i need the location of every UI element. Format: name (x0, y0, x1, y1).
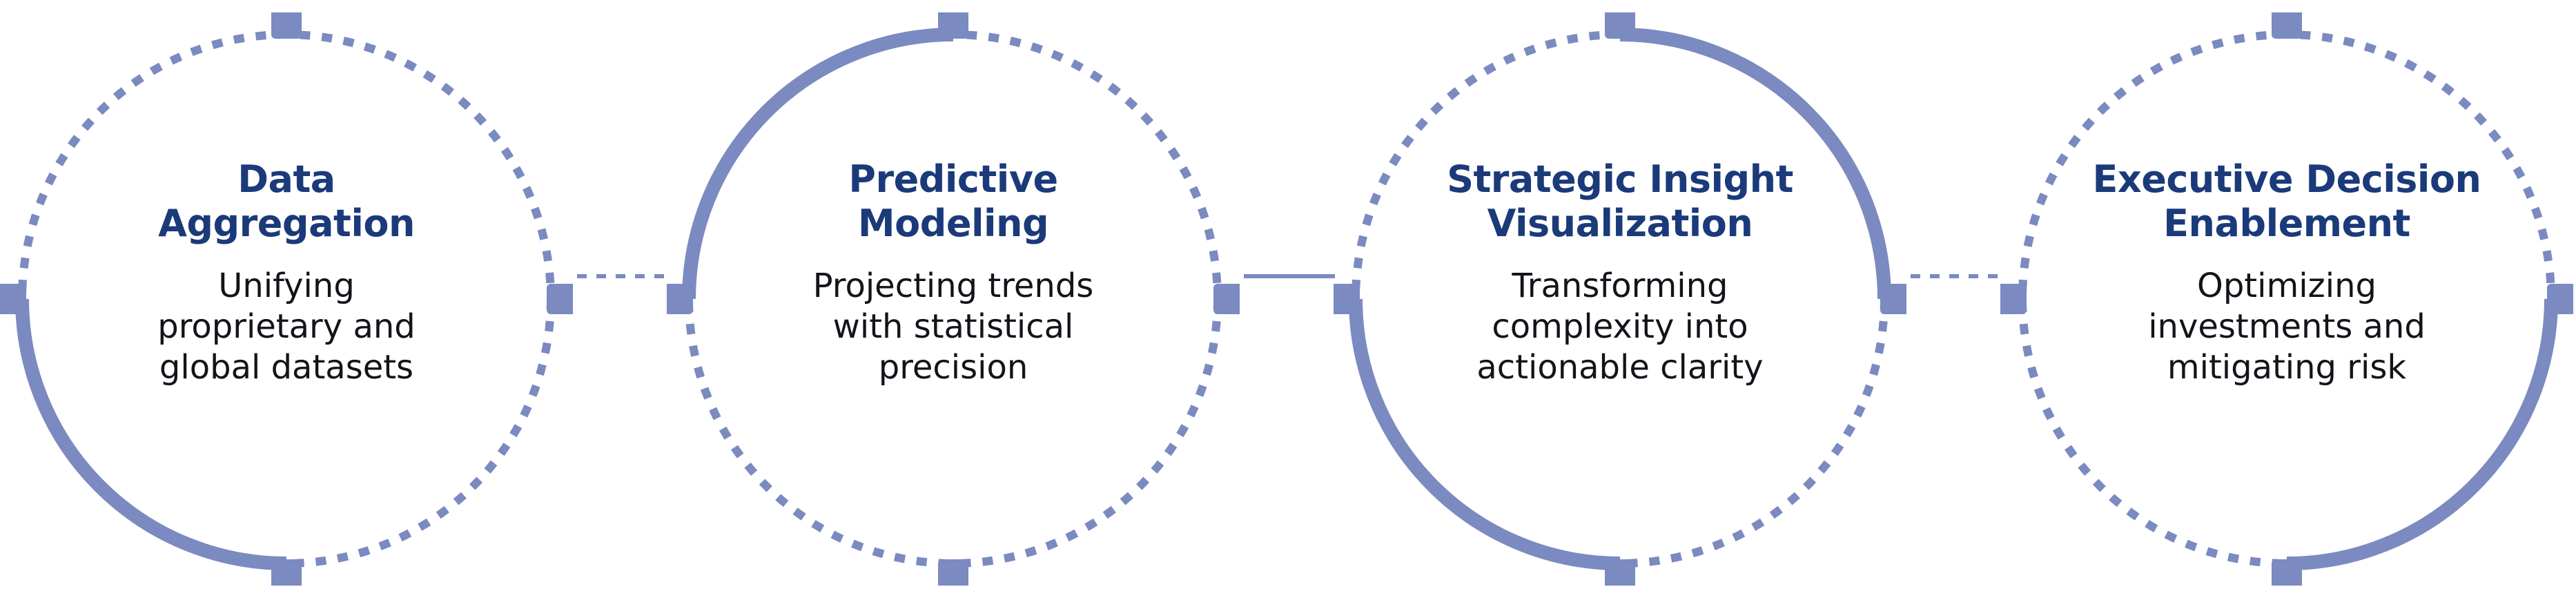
node-title-line-1: Strategic Insight (1447, 157, 1793, 201)
node-text-data-aggregation: Data Aggregation Unifying proprietary an… (83, 157, 490, 387)
node-desc-line-1: Transforming (1512, 267, 1728, 306)
connector-3 (1911, 274, 2002, 278)
ring-executive-decision-enablement (2000, 12, 2573, 586)
handle-bottom-icon (1605, 559, 1635, 586)
ring-strategic-insight-visualization (1334, 12, 1906, 586)
handle-right-icon (2547, 284, 2573, 314)
process-node-data-aggregation[interactable]: Data Aggregation Unifying proprietary an… (0, 12, 573, 586)
node-desc-executive-decision-enablement: Optimizing investments and mitigating ri… (2083, 266, 2490, 387)
node-text-strategic-insight-visualization: Strategic Insight Visualization Transfor… (1416, 157, 1824, 387)
node-desc-data-aggregation: Unifying proprietary and global datasets (83, 266, 490, 387)
node-desc-strategic-insight-visualization: Transforming complexity into actionable … (1416, 266, 1824, 387)
node-title-data-aggregation: Data Aggregation (83, 157, 490, 245)
node-desc-line-1: Optimizing (2197, 267, 2377, 306)
handle-left-icon (667, 284, 693, 314)
handle-bottom-icon (2272, 559, 2302, 586)
node-desc-line-3: global datasets (159, 347, 414, 387)
node-desc-line-3: precision (878, 347, 1028, 387)
node-title-executive-decision-enablement: Executive Decision Enablement (2083, 157, 2490, 245)
node-title-line-1: Predictive (848, 157, 1058, 201)
handle-right-icon (547, 284, 573, 314)
handle-bottom-icon (938, 559, 968, 586)
handle-left-icon (2000, 284, 2027, 314)
handle-left-icon (1334, 284, 1360, 314)
process-node-predictive-modeling[interactable]: Predictive Modeling Projecting trends wi… (667, 12, 1240, 586)
handle-top-icon (1605, 12, 1635, 39)
node-title-predictive-modeling: Predictive Modeling (750, 157, 1157, 245)
node-desc-line-3: mitigating risk (2167, 347, 2407, 387)
ring-data-aggregation (0, 12, 573, 586)
handle-top-icon (2272, 12, 2302, 39)
node-desc-line-2: investments and (2148, 307, 2426, 346)
node-text-executive-decision-enablement: Executive Decision Enablement Optimizing… (2083, 157, 2490, 387)
node-desc-line-2: with statistical (832, 307, 1074, 346)
process-node-strategic-insight-visualization[interactable]: Strategic Insight Visualization Transfor… (1334, 12, 1906, 586)
node-desc-line-3: actionable clarity (1476, 347, 1764, 387)
node-title-line-1: Executive Decision (2092, 157, 2481, 201)
node-title-line-2: Modeling (857, 201, 1049, 245)
node-title-line-2: Aggregation (158, 201, 415, 245)
node-desc-line-2: proprietary and (157, 307, 416, 346)
connector-1 (577, 274, 668, 278)
process-node-executive-decision-enablement[interactable]: Executive Decision Enablement Optimizing… (2000, 12, 2573, 586)
node-title-line-2: Visualization (1487, 201, 1753, 245)
handle-top-icon (271, 12, 302, 39)
handle-right-icon (1213, 284, 1240, 314)
ring-predictive-modeling (667, 12, 1240, 586)
node-title-line-1: Data (237, 157, 335, 201)
node-desc-predictive-modeling: Projecting trends with statistical preci… (750, 266, 1157, 387)
connector-2 (1244, 274, 1335, 278)
handle-right-icon (1880, 284, 1906, 314)
handle-top-icon (938, 12, 968, 39)
handle-left-icon (0, 284, 26, 314)
node-title-strategic-insight-visualization: Strategic Insight Visualization (1416, 157, 1824, 245)
handle-bottom-icon (271, 559, 302, 586)
node-desc-line-1: Projecting trends (812, 267, 1094, 306)
node-text-predictive-modeling: Predictive Modeling Projecting trends wi… (750, 157, 1157, 387)
node-title-line-2: Enablement (2163, 201, 2410, 245)
node-desc-line-1: Unifying (218, 267, 355, 306)
node-desc-line-2: complexity into (1492, 307, 1748, 346)
